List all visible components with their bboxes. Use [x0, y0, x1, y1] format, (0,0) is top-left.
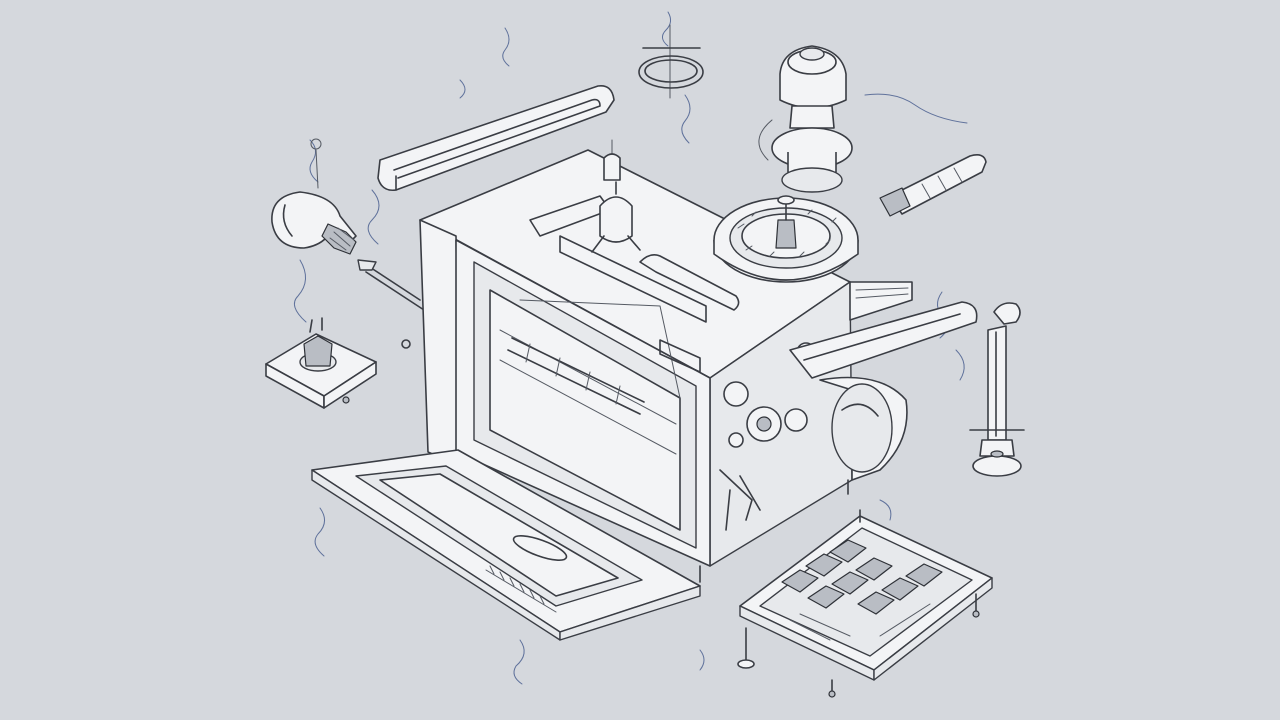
probe-icon — [879, 154, 987, 217]
handle-icon — [377, 84, 615, 192]
board-components — [781, 539, 943, 641]
igniter-icon — [591, 139, 641, 253]
burner-icon — [713, 195, 859, 283]
oven-icon — [419, 149, 978, 583]
sensor-stand-icon — [969, 302, 1025, 477]
gasket-ring-icon — [638, 24, 704, 99]
door-icon — [311, 449, 701, 641]
switch-icon — [265, 317, 377, 409]
knob-icon — [758, 45, 853, 193]
connection-wires — [293, 11, 968, 685]
circuit-board-icon — [737, 509, 993, 698]
rack-rod-icon — [357, 259, 425, 349]
bulb-icon — [271, 138, 357, 255]
